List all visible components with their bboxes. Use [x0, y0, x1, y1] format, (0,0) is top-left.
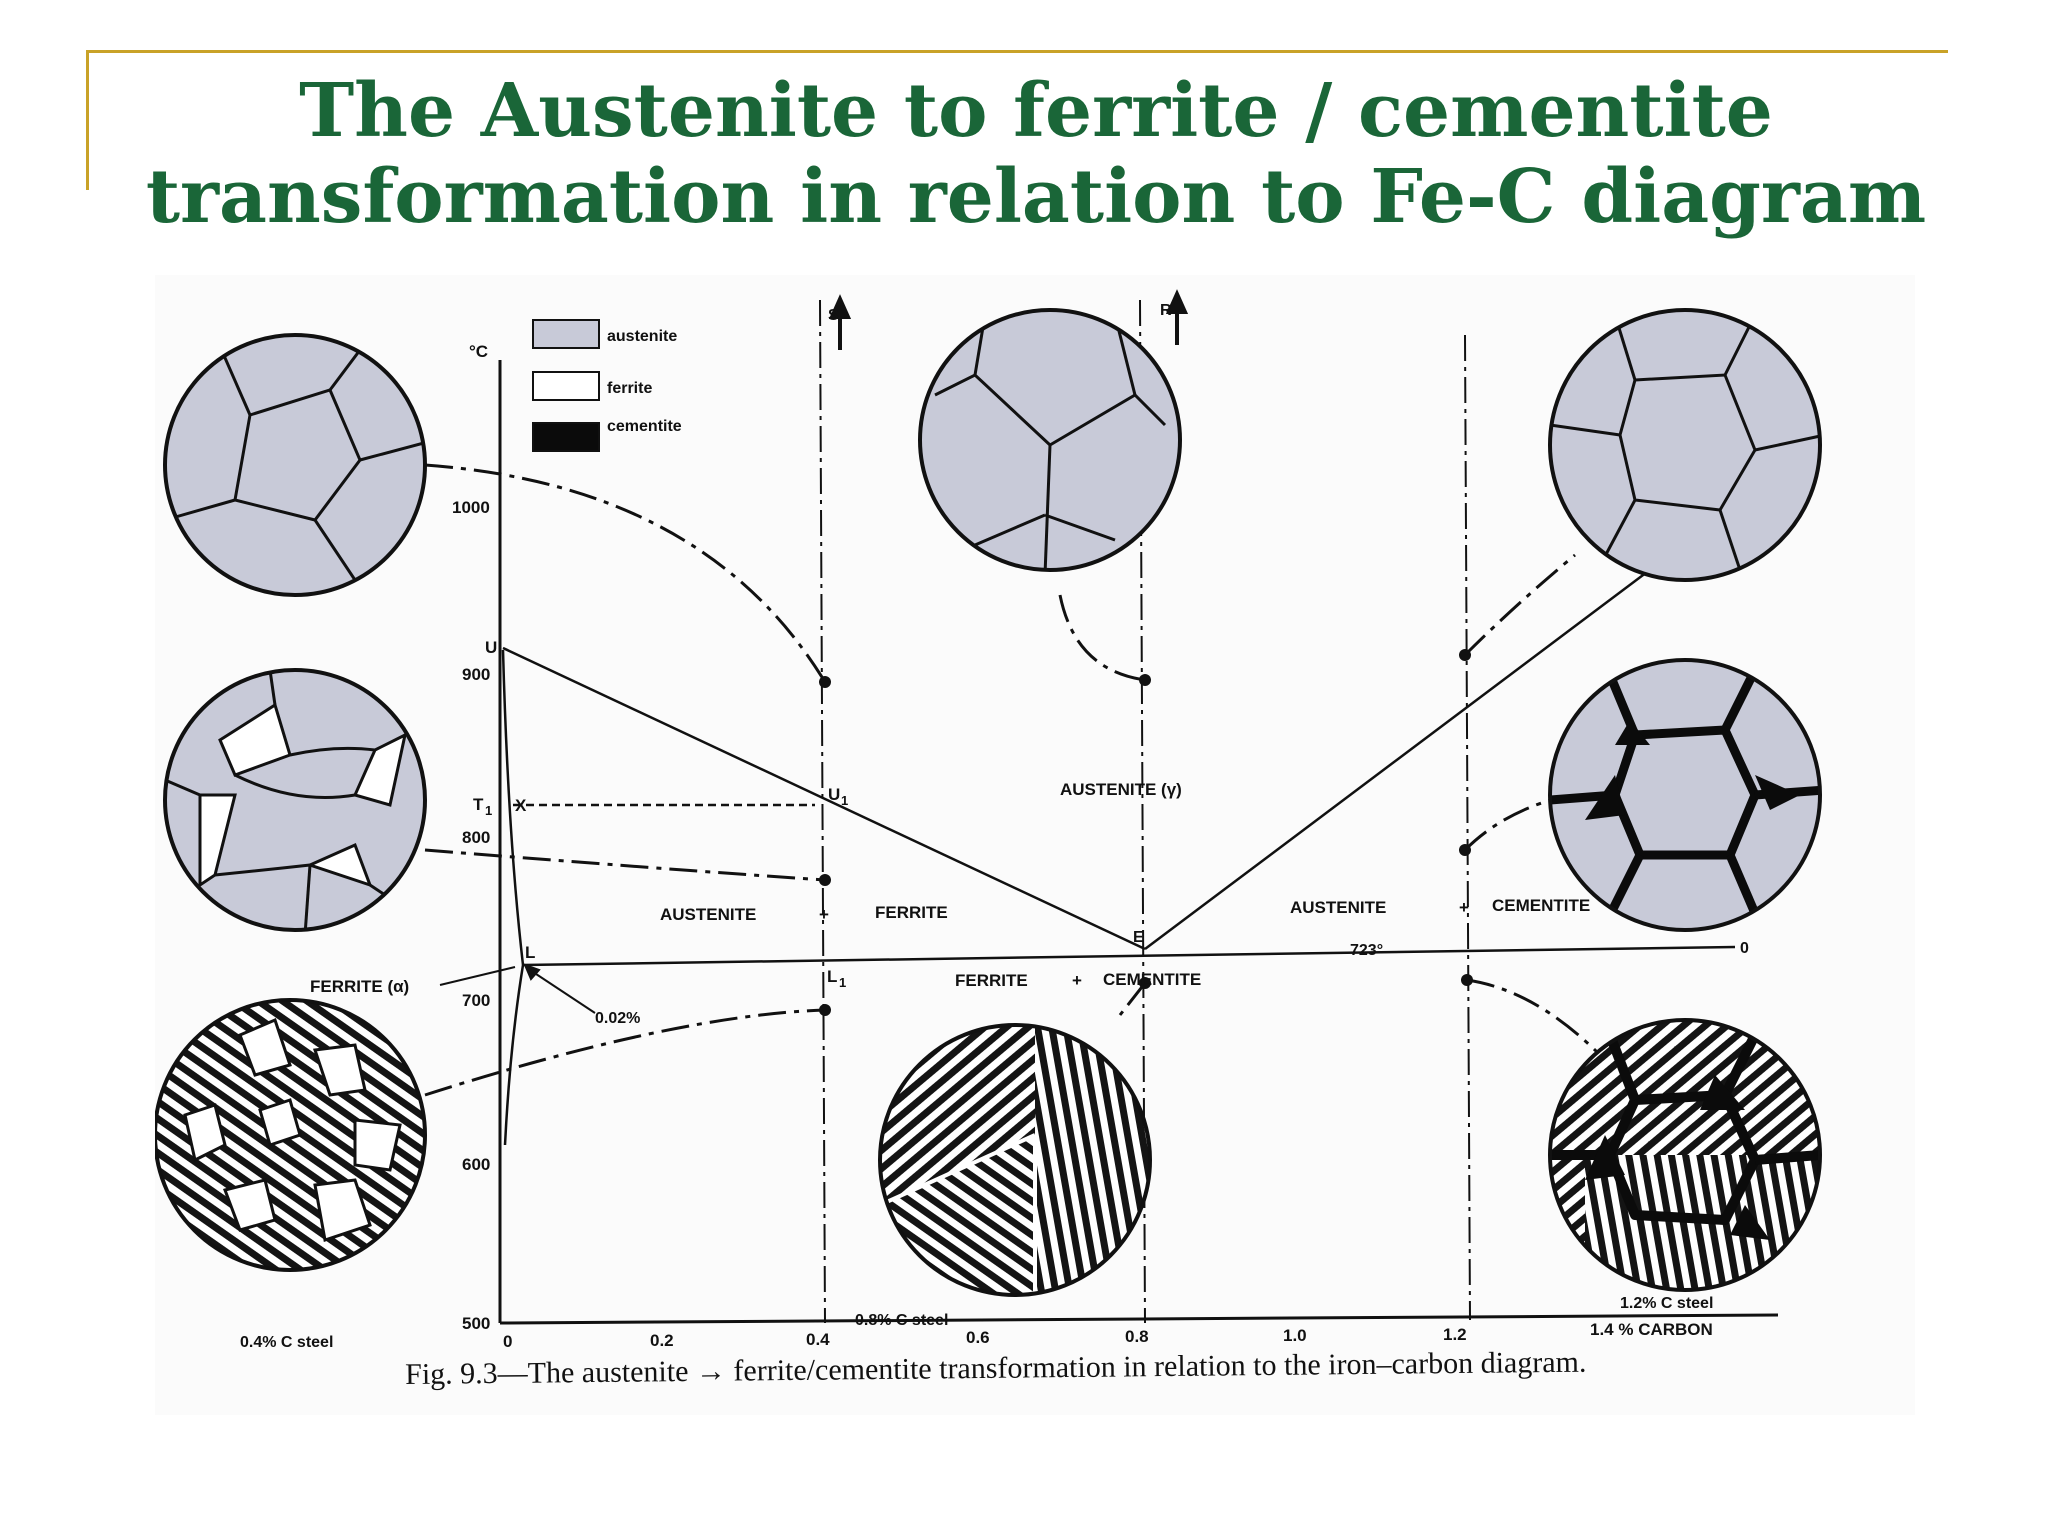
phase-boundaries — [501, 529, 1736, 1146]
region-cementite-right: CEMENTITE — [1492, 896, 1590, 915]
region-labels: AUSTENITE (γ) AUSTENITE + FERRITE AUSTEN… — [310, 780, 1590, 1027]
connector-04-ferrite — [424, 848, 826, 882]
alpha-solvus-lower — [503, 964, 525, 1146]
legend-label-cementite: cementite — [607, 418, 682, 435]
steel-label-08: 0.8% C steel — [855, 1312, 948, 1329]
region-ferrite-right: FERRITE — [875, 903, 948, 922]
connector-12-cementite — [1463, 788, 1601, 852]
point-label-l1-sub: 1 — [839, 975, 846, 990]
cooling-connectors — [424, 463, 1602, 1097]
x-tick-label: 1.0 — [1283, 1326, 1307, 1345]
micrograph-04-pearlite — [155, 998, 427, 1272]
axes: °C 1000 900 800 700 600 500 0 0.2 0.4 0.… — [452, 342, 1779, 1351]
point-label-u: U — [485, 638, 497, 657]
label-pointers — [439, 963, 596, 1014]
region-plus-left: + — [819, 905, 829, 924]
x-axis-label: 1.4 % CARBON — [1590, 1320, 1713, 1339]
micrograph-12-austenite — [1548, 308, 1822, 582]
y-tick-label: 500 — [462, 1314, 490, 1333]
acm-line — [1144, 529, 1704, 950]
y-axis-unit: °C — [469, 342, 488, 361]
micrograph-12-cementite — [1548, 658, 1822, 932]
legend: austenite ferrite cementite — [532, 319, 682, 452]
point-label-t1-sub: 1 — [485, 803, 492, 818]
point-label-l: L — [525, 943, 535, 962]
micrograph-12-pearlite — [1548, 1018, 1822, 1292]
y-tick-label: 800 — [462, 828, 490, 847]
y-tick-label: 700 — [462, 991, 490, 1010]
region-cementite-lower: CEMENTITE — [1103, 970, 1201, 989]
steel-label-04: 0.4% C steel — [240, 1334, 333, 1351]
legend-swatch-cementite — [532, 422, 600, 452]
point-label-s: S — [828, 307, 839, 324]
x-tick-label: 0 — [503, 1332, 512, 1351]
point-labels: U U 1 T 1 X L L 1 E V 0 — [473, 512, 1749, 990]
micrograph-04-austenite — [163, 333, 427, 597]
region-ferrite-lower: FERRITE — [955, 971, 1028, 990]
legend-swatch-austenite — [532, 319, 600, 349]
connector-04-austenite — [424, 463, 827, 683]
solubility-label: 0.02% — [595, 1010, 640, 1027]
point-label-u1: U — [828, 785, 840, 804]
region-plus-right: + — [1459, 898, 1469, 917]
point-label-l1: L — [827, 967, 837, 986]
region-plus-lower: + — [1072, 971, 1082, 990]
fe-c-diagram: austenite ferrite cementite °C 1000 900 … — [155, 289, 1822, 1351]
connector-04-pearlite — [424, 1008, 826, 1097]
region-austenite-left: AUSTENITE — [660, 905, 756, 924]
micrograph-08-pearlite — [878, 1023, 1152, 1297]
y-tick-label: 900 — [462, 665, 490, 684]
x-tick-label: 0.8 — [1125, 1327, 1149, 1346]
region-ferrite-alpha: FERRITE (α) — [310, 977, 409, 996]
connector-12-pearlite — [1466, 978, 1602, 1057]
connector-08-austenite — [1058, 594, 1146, 682]
connector-08-pearlite — [1118, 982, 1147, 1016]
point-label-r: R — [1160, 302, 1172, 319]
a3-line — [502, 646, 1146, 951]
region-austenite-right: AUSTENITE — [1290, 898, 1386, 917]
arrows — [828, 289, 1189, 350]
slide-title: The Austenite to ferrite / cementite tra… — [145, 68, 1927, 240]
x-tick-label: 0.2 — [650, 1331, 674, 1350]
point-label-x: X — [515, 796, 527, 815]
region-austenite-gamma: AUSTENITE (γ) — [1060, 780, 1182, 799]
point-label-t1: T — [473, 795, 484, 814]
x-tick-label: 0.6 — [966, 1328, 990, 1347]
x-tick-label: 0.4 — [806, 1330, 830, 1349]
y-tick-label: 600 — [462, 1155, 490, 1174]
pointer-arrowhead — [523, 963, 541, 981]
legend-label-austenite: austenite — [607, 328, 677, 345]
point-label-e: E — [1133, 929, 1144, 946]
eutectoid-line — [522, 945, 1736, 967]
x-tick-label: 1.2 — [1443, 1325, 1467, 1344]
legend-label-ferrite: ferrite — [607, 380, 652, 397]
legend-swatch-ferrite — [532, 371, 600, 401]
arrow-up-icon — [828, 294, 852, 319]
micrograph-08-austenite — [918, 308, 1182, 572]
steel-label-12: 1.2% C steel — [1620, 1295, 1713, 1312]
vertical-12-carbon — [1464, 334, 1471, 1321]
title-rule-top — [86, 50, 1948, 53]
eutectoid-temperature: 723° — [1350, 942, 1383, 959]
figure: austenite ferrite cementite °C 1000 900 … — [155, 275, 1915, 1415]
vertical-04-carbon — [819, 299, 826, 1324]
arrow-up-icon — [1165, 289, 1189, 314]
point-label-o: 0 — [1740, 940, 1749, 957]
y-tick-label: 1000 — [452, 498, 490, 517]
connector-12-austenite — [1463, 553, 1576, 657]
transformation-points — [819, 649, 1473, 1016]
title-rule-left — [86, 50, 89, 190]
x-axis — [499, 1313, 1779, 1325]
alpha-solvus-upper — [501, 649, 525, 966]
micrograph-04-ferrite — [163, 668, 427, 932]
point-label-u1-sub: 1 — [841, 793, 848, 808]
